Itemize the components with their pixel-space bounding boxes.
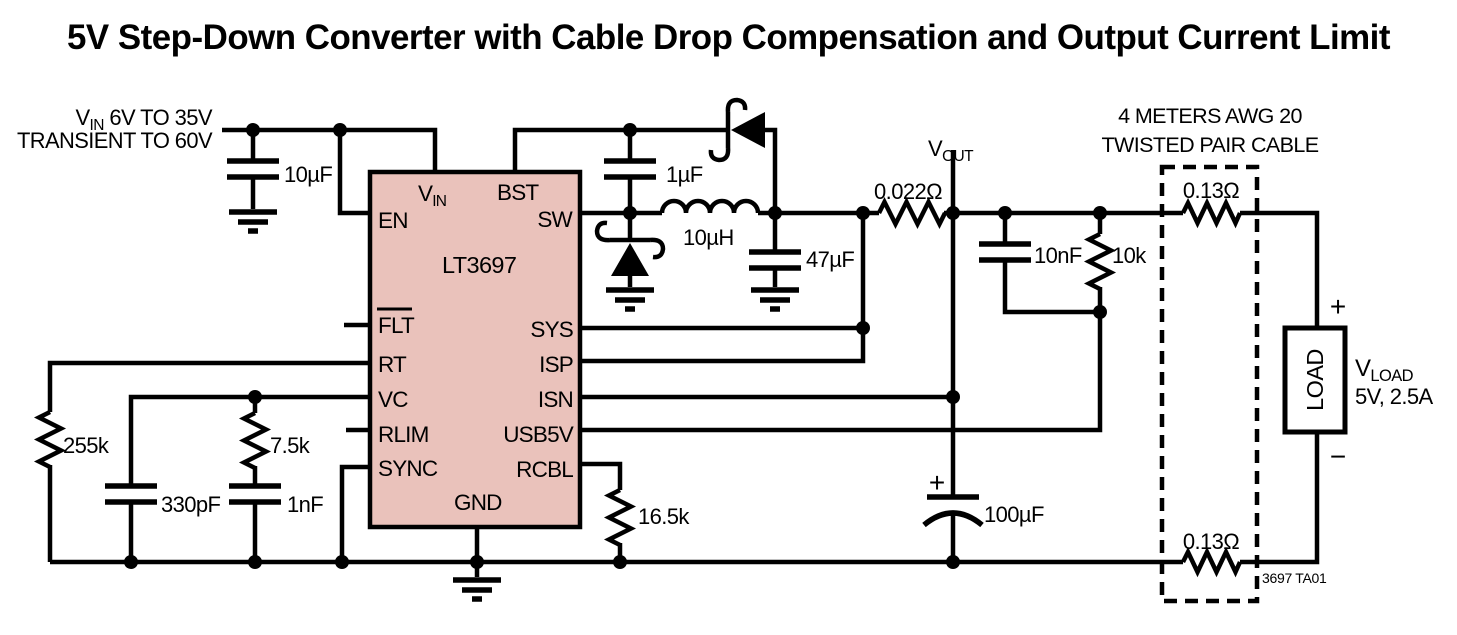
cable-label-line2: TWISTED PAIR CABLE — [1102, 133, 1319, 157]
pin-label-sync: SYNC — [378, 456, 438, 481]
pin-label-en: EN — [378, 208, 408, 233]
pin-label-sys: SYS — [530, 317, 573, 342]
junction-dot — [1093, 206, 1107, 220]
junction-dot — [124, 555, 138, 569]
cable-dashed-box — [1159, 164, 1260, 604]
ic-part-number: LT3697 — [442, 252, 516, 278]
pin-vin-sub: IN — [432, 193, 446, 210]
inductor-symbol — [659, 198, 761, 214]
r-cable-bot-value: 0.13Ω — [1183, 529, 1239, 554]
c-vc2-value: 1nF — [287, 492, 323, 517]
pin-label-usb5v: USB5V — [503, 422, 574, 447]
vout-label: VOUT — [928, 136, 974, 165]
r-vc-value: 7.5k — [270, 433, 311, 458]
junction-dot — [335, 555, 349, 569]
junction-dot — [946, 206, 960, 220]
l1-value: 10µH — [683, 225, 734, 250]
vload-label-main: V — [1355, 355, 1371, 382]
junction-dot — [623, 123, 637, 137]
pin-label-bst: BST — [497, 180, 539, 205]
load-minus-sign: − — [1330, 441, 1346, 472]
junction-dot — [946, 390, 960, 404]
r-sense-value: 0.022Ω — [874, 179, 942, 204]
pin-label-vc: VC — [378, 387, 408, 412]
junction-dot — [248, 390, 262, 404]
schottky-cathode-marks — [594, 97, 748, 260]
c-bulk-polarity: + — [929, 467, 945, 498]
figure-note: 3697 TA01 — [1262, 570, 1327, 586]
vin-label-range: 6V TO 35V — [104, 105, 213, 130]
ic-body — [367, 169, 583, 530]
pin-label-rcbl: RCBL — [516, 457, 573, 482]
vload-label-sub: LOAD — [1370, 367, 1413, 385]
junction-dot — [768, 206, 782, 220]
r-rt-value: 255k — [63, 433, 110, 458]
capacitor-plates — [105, 158, 1031, 505]
vout-label-main: V — [928, 136, 943, 161]
page-title: 5V Step-Down Converter with Cable Drop C… — [67, 18, 1391, 57]
junction-dot — [856, 206, 870, 220]
vin-transient-label: TRANSIENT TO 60V — [17, 128, 213, 153]
vin-label-main: V — [75, 105, 90, 130]
r-cable-top-value: 0.13Ω — [1183, 178, 1239, 203]
cable-label-line1: 4 METERS AWG 20 — [1118, 104, 1302, 128]
vin-label-sub: IN — [90, 117, 104, 134]
load-plus-sign: + — [1330, 291, 1346, 322]
junction-dots — [124, 123, 1107, 569]
polarized-capacitor-curve — [922, 510, 984, 528]
pin-label-rt: RT — [378, 352, 407, 377]
resistor-symbols — [33, 196, 1243, 578]
junction-dot — [248, 555, 262, 569]
junction-dot — [470, 555, 484, 569]
junction-dot — [998, 206, 1012, 220]
pin-label-vin: VIN — [418, 181, 446, 210]
c-bulk-value: 100µF — [984, 502, 1044, 527]
pin-label-sw: SW — [537, 207, 573, 232]
junction-dot — [623, 206, 637, 220]
vout-label-sub: OUT — [942, 148, 974, 165]
junction-dot — [246, 123, 260, 137]
vload-label: VLOAD — [1355, 355, 1414, 385]
junction-dot — [946, 555, 960, 569]
c-in-value: 10µF — [284, 162, 332, 187]
vin-supply-label: VIN 6V TO 35V — [75, 105, 212, 134]
junction-dot — [333, 123, 347, 137]
pin-label-gnd: GND — [454, 490, 502, 515]
junction-dot — [613, 555, 627, 569]
load-box — [1282, 325, 1348, 435]
pin-label-isn: ISN — [538, 387, 573, 412]
c-vc1-value: 330pF — [161, 492, 221, 517]
r-rcbl-value: 16.5k — [638, 504, 690, 529]
boost-diode-triangle — [731, 112, 765, 148]
ground-symbols — [229, 209, 799, 602]
wires — [47, 127, 1320, 577]
c-filt-value: 10nF — [1034, 243, 1082, 268]
r-filt-value: 10k — [1112, 243, 1147, 268]
load-spec-label: 5V, 2.5A — [1355, 384, 1433, 409]
c-out-value: 47µF — [806, 247, 854, 272]
catch-diode-triangle — [611, 243, 649, 276]
pin-label-flt: FLT — [378, 313, 415, 338]
junction-dot — [1093, 305, 1107, 319]
pin-vin-main: V — [418, 181, 433, 206]
load-box-label: LOAD — [1302, 349, 1328, 411]
pin-label-isp: ISP — [539, 352, 573, 377]
pin-label-rlim: RLIM — [378, 422, 429, 447]
c-bst-value: 1µF — [666, 162, 703, 187]
junction-dot — [856, 321, 870, 335]
